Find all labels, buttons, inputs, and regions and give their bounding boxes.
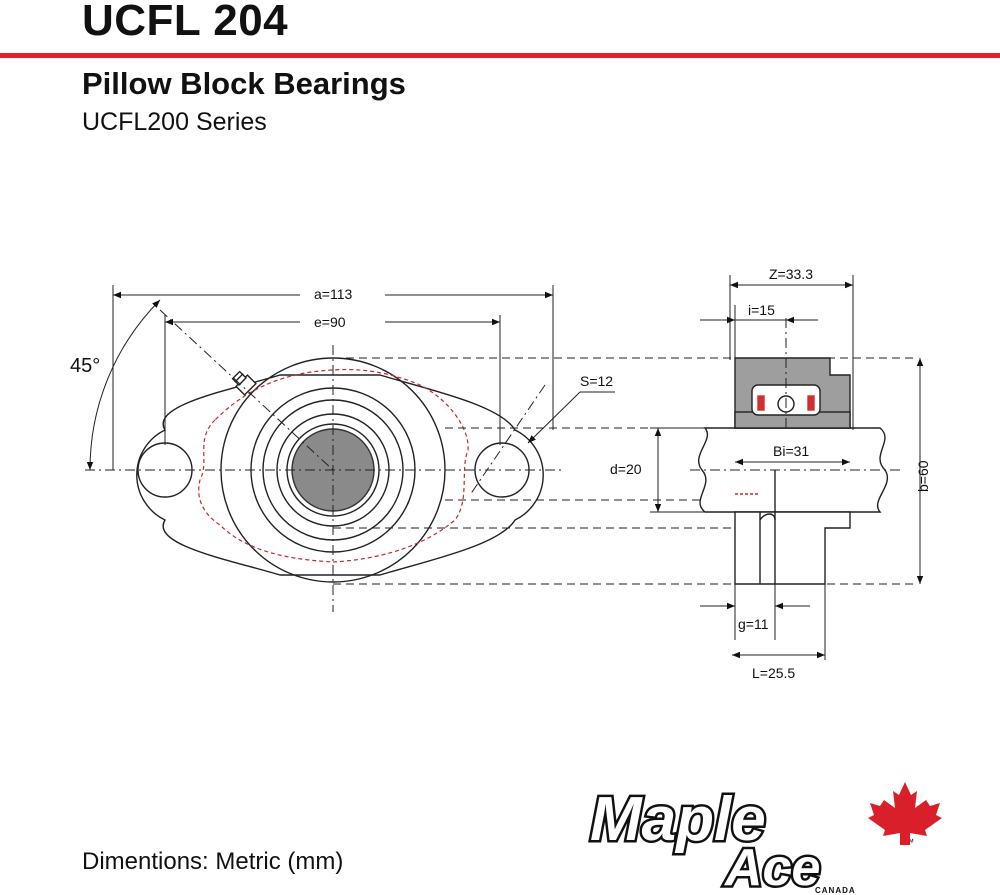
title-underline — [0, 53, 1000, 58]
dim-d-label: d=20 — [610, 461, 642, 477]
dim-g-label: g=11 — [738, 616, 769, 632]
maple-ace-logo: Maple Ace ™ CANADA — [588, 782, 942, 895]
angle-label: 45° — [70, 355, 100, 377]
housing-bottom — [734, 511, 851, 585]
dim-b-label: b=60 — [915, 460, 931, 492]
side-view — [698, 357, 888, 585]
maple-leaf-icon — [868, 782, 942, 845]
hidden-profile — [198, 368, 469, 563]
dim-bi-label: Bi=31 — [773, 443, 809, 459]
dim-s-label: S=12 — [580, 373, 613, 389]
side-centerlines — [690, 318, 900, 471]
units-note: Dimentions: Metric (mm) — [82, 848, 344, 875]
dim-l — [732, 584, 826, 660]
flange-outline — [136, 374, 544, 576]
grease-nipple — [231, 370, 257, 396]
logo-line1: Maple — [590, 785, 766, 854]
logo-country: CANADA — [815, 886, 856, 895]
product-subtitle: Pillow Block Bearings — [82, 66, 406, 101]
product-title: UCFL 204 — [82, 0, 289, 45]
dim-d — [650, 427, 705, 513]
front-centerlines — [85, 309, 565, 612]
logo-line2: Ace — [723, 839, 820, 895]
dim-i-label: i=15 — [748, 302, 775, 318]
angle-arc — [86, 299, 161, 471]
dim-e — [164, 315, 501, 445]
dim-s-leader — [527, 391, 615, 444]
dim-e-label: e=90 — [314, 314, 346, 330]
dim-a-label: a=113 — [314, 286, 352, 302]
dim-g — [700, 584, 810, 640]
dim-z-label: Z=33.3 — [769, 266, 813, 282]
dim-l-label: L=25.5 — [752, 665, 795, 681]
dim-i — [700, 305, 818, 358]
product-series: UCFL200 Series — [82, 108, 267, 136]
